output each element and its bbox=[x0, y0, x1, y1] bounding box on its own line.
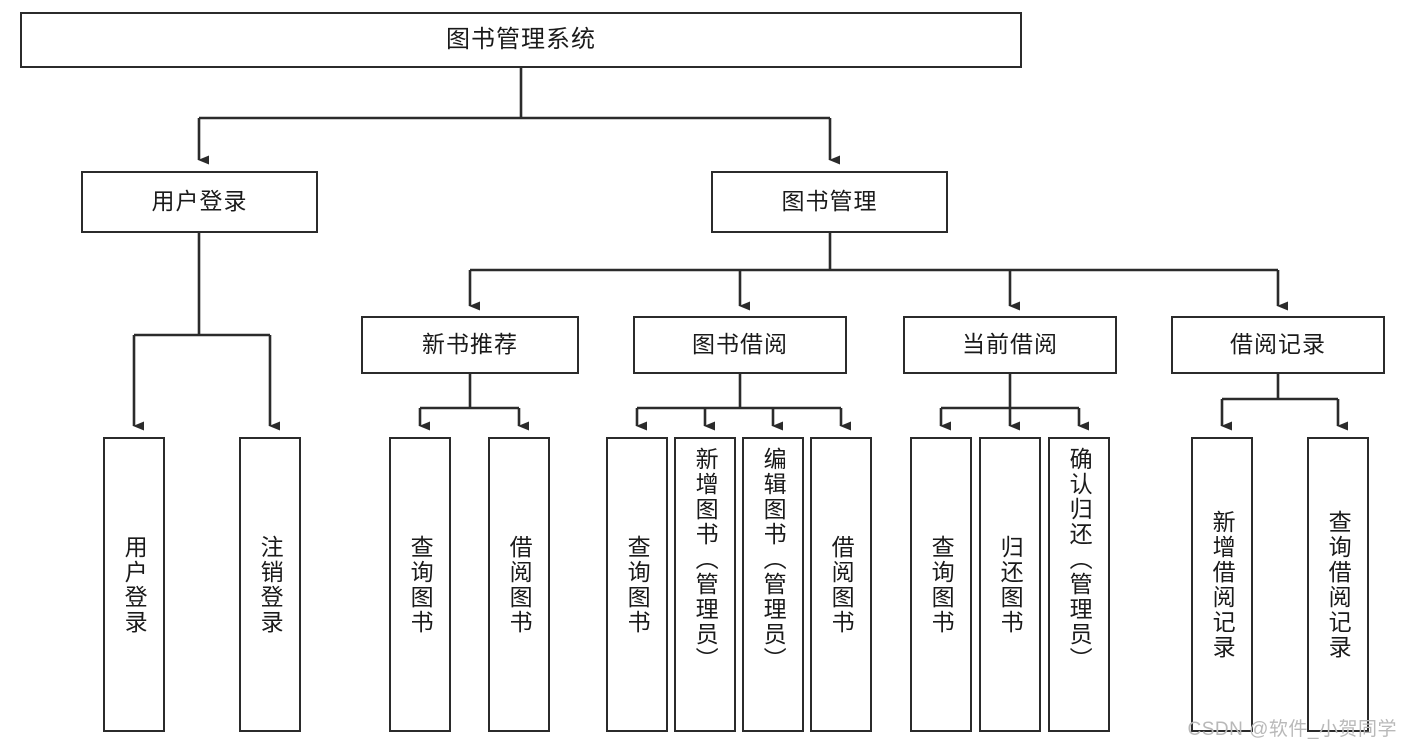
leaf-new-book-query[interactable]: 查询图书 bbox=[389, 437, 451, 732]
node-new-book-recommend[interactable]: 新书推荐 bbox=[361, 316, 579, 374]
node-label: 借阅记录 bbox=[1230, 331, 1326, 358]
node-current-borrow[interactable]: 当前借阅 bbox=[903, 316, 1117, 374]
node-label: 图书管理 bbox=[781, 188, 878, 215]
node-user-login[interactable]: 用户登录 bbox=[81, 171, 318, 233]
leaf-current-return-book[interactable]: 归还图书 bbox=[979, 437, 1041, 732]
node-label: 图书管理系统 bbox=[446, 25, 596, 53]
leaf-new-book-borrow[interactable]: 借阅图书 bbox=[488, 437, 550, 732]
node-label: 当前借阅 bbox=[962, 331, 1058, 358]
node-label: 用户登录 bbox=[121, 534, 148, 635]
node-label: 编辑图书（管理员） bbox=[760, 447, 787, 672]
node-label: 注销登录 bbox=[257, 534, 284, 635]
leaf-borrow-query-book[interactable]: 查询图书 bbox=[606, 437, 668, 732]
leaf-borrow-borrow-book[interactable]: 借阅图书 bbox=[810, 437, 872, 732]
node-borrow-record[interactable]: 借阅记录 bbox=[1171, 316, 1385, 374]
node-label: 查询图书 bbox=[928, 534, 955, 635]
node-label: 查询图书 bbox=[407, 534, 434, 635]
leaf-current-confirm-return-admin[interactable]: 确认归还（管理员） bbox=[1048, 437, 1110, 732]
leaf-user-login-logout[interactable]: 注销登录 bbox=[239, 437, 301, 732]
node-label: 新增借阅记录 bbox=[1209, 509, 1236, 660]
node-label: 用户登录 bbox=[151, 188, 248, 215]
node-book-management[interactable]: 图书管理 bbox=[711, 171, 948, 233]
leaf-current-query-book[interactable]: 查询图书 bbox=[910, 437, 972, 732]
leaf-borrow-add-book-admin[interactable]: 新增图书（管理员） bbox=[674, 437, 736, 732]
node-label: 借阅图书 bbox=[828, 534, 855, 635]
node-label: 图书借阅 bbox=[692, 331, 788, 358]
leaf-user-login-login[interactable]: 用户登录 bbox=[103, 437, 165, 732]
node-label: 确认归还（管理员） bbox=[1066, 447, 1093, 672]
node-label: 新增图书（管理员） bbox=[692, 447, 719, 672]
csdn-watermark: CSDN @软件_小贺同学 bbox=[1187, 719, 1397, 740]
node-book-borrow[interactable]: 图书借阅 bbox=[633, 316, 847, 374]
node-root-book-management-system[interactable]: 图书管理系统 bbox=[20, 12, 1022, 68]
node-label: 新书推荐 bbox=[422, 331, 518, 358]
node-label: 借阅图书 bbox=[506, 534, 533, 635]
node-label: 归还图书 bbox=[997, 534, 1024, 635]
node-label: 查询借阅记录 bbox=[1325, 509, 1352, 660]
leaf-record-query-record[interactable]: 查询借阅记录 bbox=[1307, 437, 1369, 732]
node-label: 查询图书 bbox=[624, 534, 651, 635]
leaf-record-add-record[interactable]: 新增借阅记录 bbox=[1191, 437, 1253, 732]
leaf-borrow-edit-book-admin[interactable]: 编辑图书（管理员） bbox=[742, 437, 804, 732]
